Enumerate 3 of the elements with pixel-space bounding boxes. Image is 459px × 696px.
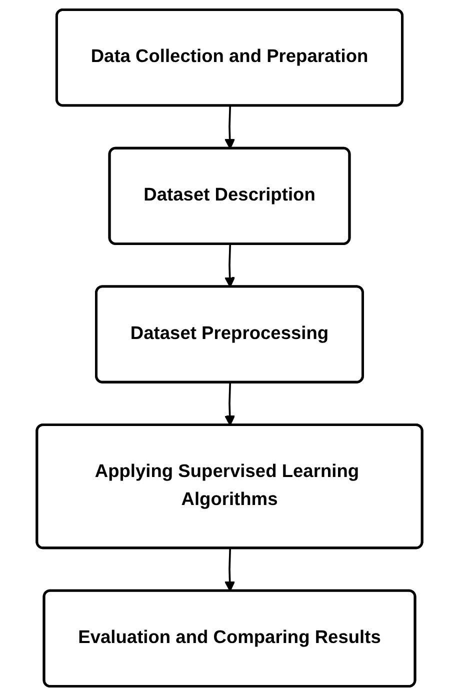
arrow <box>224 548 236 592</box>
arrow <box>224 106 236 150</box>
arrow <box>224 382 236 426</box>
